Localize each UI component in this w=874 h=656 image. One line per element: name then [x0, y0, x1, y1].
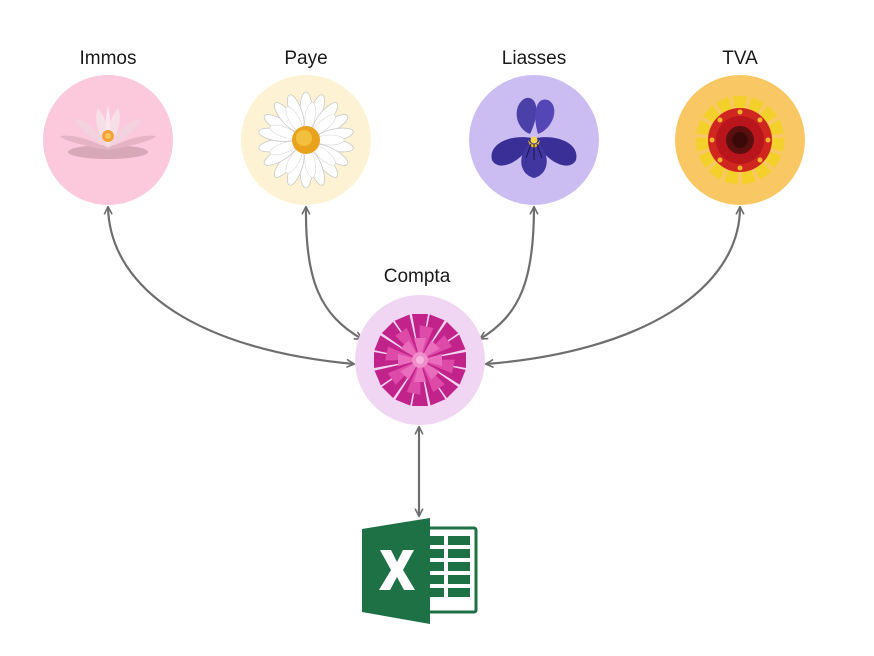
node-tva: TVA — [675, 48, 805, 205]
arrow-compta-paye — [301, 205, 364, 341]
connections — [103, 205, 745, 518]
daisy-icon — [258, 91, 354, 189]
arrow-compta-immos — [103, 205, 356, 368]
node-liasses: Liasses — [469, 48, 599, 205]
arrow-compta-liasses — [478, 205, 539, 341]
node-immos: Immos — [43, 48, 173, 205]
node-label-compta: Compta — [384, 266, 451, 287]
node-label-paye: Paye — [284, 48, 327, 69]
dahlia-icon — [374, 314, 466, 406]
gaillardia-icon — [695, 96, 785, 185]
water-lily-icon — [60, 106, 156, 159]
node-label-liasses: Liasses — [502, 48, 566, 69]
arrow-compta-tva — [484, 205, 745, 368]
pansy-icon — [491, 97, 577, 178]
excel-icon — [362, 518, 478, 624]
node-label-tva: TVA — [722, 48, 758, 69]
node-compta: Compta — [355, 266, 485, 425]
node-label-immos: Immos — [80, 48, 137, 69]
node-paye: Paye — [241, 48, 371, 205]
